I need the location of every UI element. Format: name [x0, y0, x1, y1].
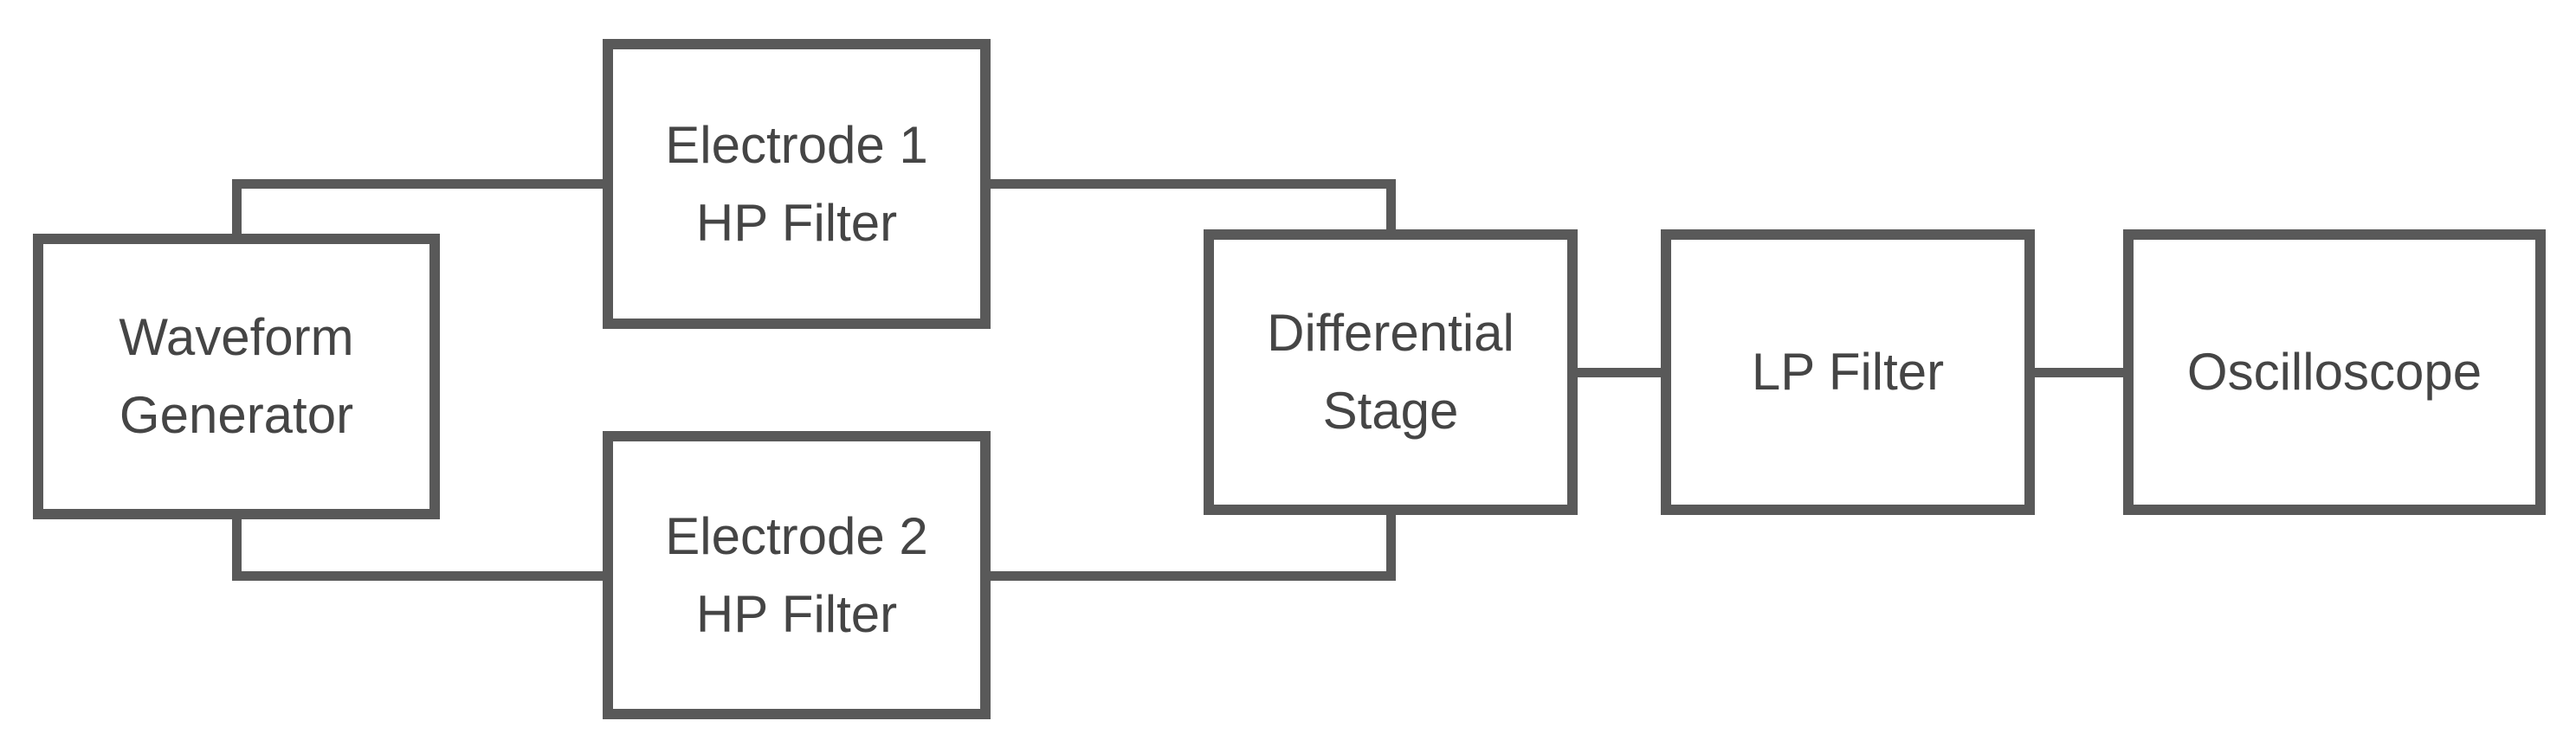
connector-lp-filter-to-oscilloscope [2030, 368, 2128, 377]
block-electrode2-hp-filter: Electrode 2 HP Filter [603, 431, 991, 719]
block-label: HP Filter [695, 584, 898, 643]
connector-waveform-generator-to-electrode2-horizontal [232, 571, 613, 581]
connector-waveform-generator-to-electrode1-vertical [232, 179, 242, 240]
block-waveform-generator: Waveform Generator [33, 234, 440, 519]
block-lp-filter: LP Filter [1661, 229, 2035, 515]
block-label: LP Filter [1751, 343, 1945, 401]
connector-electrode2-to-differential-horizontal [985, 571, 1396, 581]
connector-differential-to-lp-filter [1572, 368, 1666, 377]
block-label: Electrode 1 [665, 115, 928, 174]
block-label: Stage [1322, 382, 1459, 440]
connector-electrode1-to-differential-vertical [1386, 179, 1396, 235]
connector-waveform-generator-to-electrode2-vertical [232, 514, 242, 576]
block-label: Electrode 2 [665, 506, 928, 565]
block-label: Generator [119, 386, 354, 444]
block-label: Waveform [119, 308, 354, 366]
block-label: Oscilloscope [2186, 343, 2482, 401]
block-differential-stage: Differential Stage [1204, 229, 1578, 515]
connector-electrode2-to-differential-vertical [1386, 511, 1396, 576]
block-label: Differential [1267, 304, 1514, 362]
connector-electrode1-to-differential-horizontal [985, 179, 1396, 189]
block-oscilloscope: Oscilloscope [2123, 229, 2546, 515]
block-electrode1-hp-filter: Electrode 1 HP Filter [603, 39, 991, 329]
block-label: HP Filter [695, 193, 898, 252]
connector-waveform-generator-to-electrode1-horizontal [232, 179, 613, 189]
